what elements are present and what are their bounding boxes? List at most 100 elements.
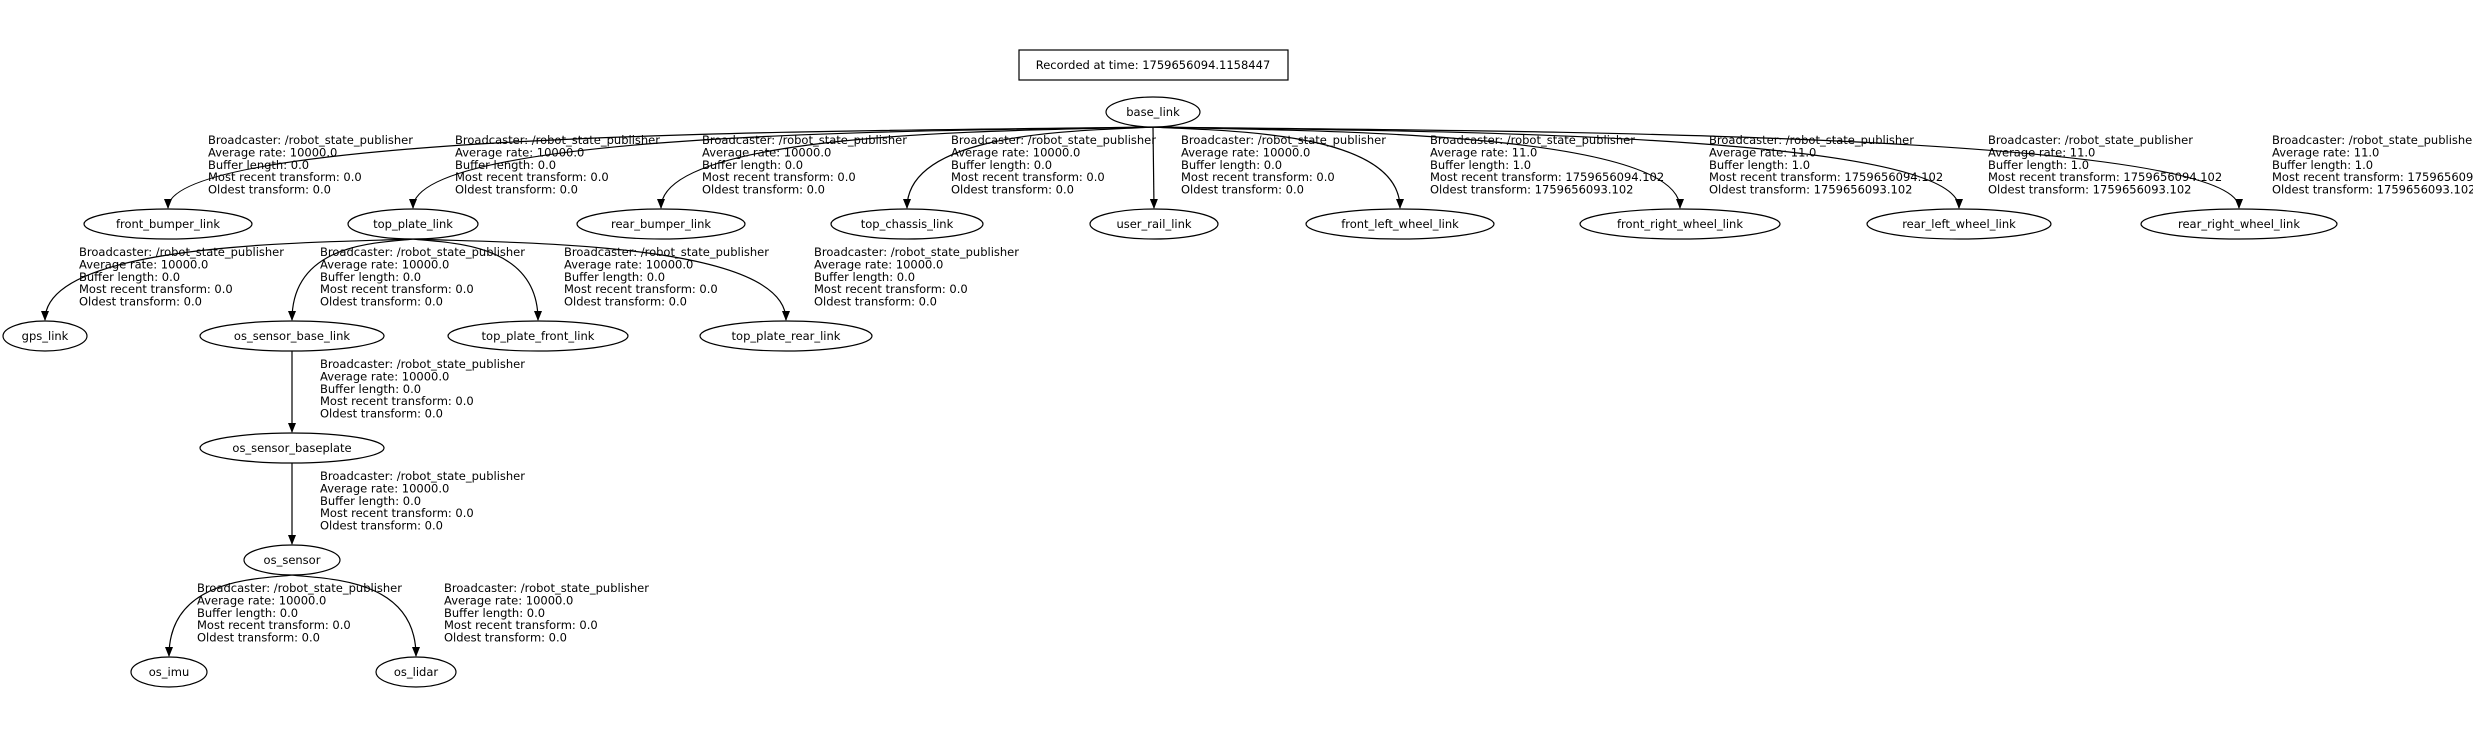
edge-info-line: Average rate: 11.0 — [1988, 145, 2095, 159]
edge-info-line: Most recent transform: 0.0 — [79, 282, 233, 296]
frame-node-top_plate_link[interactable]: top_plate_link — [347, 208, 479, 240]
edge-info-line: Most recent transform: 0.0 — [455, 170, 609, 184]
frame-node-rear_bumper_link[interactable]: rear_bumper_link — [576, 208, 746, 240]
edge-info-line: Broadcaster: /robot_state_publisher — [814, 245, 1019, 259]
edge-info-line: Most recent transform: 0.0 — [208, 170, 362, 184]
frame-node-front_bumper_link[interactable]: front_bumper_link — [83, 208, 253, 240]
edge-info-line: Buffer length: 0.0 — [320, 382, 421, 396]
frame-node-top_plate_front_link[interactable]: top_plate_front_link — [447, 320, 629, 352]
frame-node-shape — [2140, 208, 2338, 240]
frame-node-os_imu[interactable]: os_imu — [130, 656, 208, 688]
edge-info-line: Average rate: 11.0 — [1430, 145, 1537, 159]
edge-info-line: Most recent transform: 0.0 — [814, 282, 968, 296]
recorded-time-label: Recorded at time: 1759656094.1158447 — [1036, 58, 1271, 72]
edge-info-line: Broadcaster: /robot_state_publisher — [2272, 133, 2473, 147]
edge-info-line: Broadcaster: /robot_state_publisher — [208, 133, 413, 147]
frame-node-label: front_left_wheel_link — [1341, 217, 1459, 231]
edge-info-line: Buffer length: 0.0 — [197, 606, 298, 620]
frame-node-shape — [2, 320, 88, 352]
frame-node-shape — [83, 208, 253, 240]
recorded-time-box — [1018, 49, 1289, 81]
edge-info-line: Average rate: 10000.0 — [320, 257, 449, 271]
edge-info-line: Average rate: 10000.0 — [564, 257, 693, 271]
edge-info-line: Buffer length: 0.0 — [208, 158, 309, 172]
edge-info-line: Most recent transform: 0.0 — [444, 618, 598, 632]
frame-node-label: os_imu — [149, 665, 189, 679]
edge-base_link-to-user_rail_link — [1149, 126, 1158, 209]
frame-node-gps_link[interactable]: gps_link — [2, 320, 88, 352]
edge-info-line: Broadcaster: /robot_state_publisher — [320, 357, 525, 371]
edge-info-line: Average rate: 10000.0 — [197, 593, 326, 607]
edge-info-line: Broadcaster: /robot_state_publisher — [444, 581, 649, 595]
frame-node-label: top_plate_link — [373, 217, 453, 231]
edge-info-line: Most recent transform: 1759656094.102 — [1988, 170, 2222, 184]
edge-info-line: Oldest transform: 1759656093.102 — [1430, 183, 1633, 197]
edge-info-line: Average rate: 10000.0 — [1181, 145, 1310, 159]
edge-info-line: Average rate: 11.0 — [1709, 145, 1816, 159]
edge-info-line: Average rate: 11.0 — [2272, 145, 2379, 159]
frame-node-label: rear_right_wheel_link — [2178, 217, 2300, 231]
edge-info-line: Most recent transform: 0.0 — [951, 170, 1105, 184]
edge-info-line: Average rate: 10000.0 — [702, 145, 831, 159]
frame-node-shape — [699, 320, 873, 352]
frame-node-shape — [243, 544, 341, 576]
frame-node-top_plate_rear_link[interactable]: top_plate_rear_link — [699, 320, 873, 352]
edge-info-line: Oldest transform: 0.0 — [1181, 183, 1304, 197]
edge-info-line: Average rate: 10000.0 — [320, 369, 449, 383]
edge-info-line: Oldest transform: 0.0 — [814, 295, 937, 309]
frame-node-os_sensor[interactable]: os_sensor — [243, 544, 341, 576]
frame-node-front_right_wheel_link[interactable]: front_right_wheel_link — [1579, 208, 1781, 240]
edge-info-line: Most recent transform: 1759656094.102 — [2272, 170, 2473, 184]
frame-node-shape — [447, 320, 629, 352]
frame-node-top_chassis_link[interactable]: top_chassis_link — [830, 208, 984, 240]
edge-info-line: Oldest transform: 0.0 — [320, 295, 443, 309]
frame-node-os_sensor_baseplate[interactable]: os_sensor_baseplate — [199, 432, 385, 464]
frame-node-label: rear_bumper_link — [611, 217, 711, 231]
edge-info-line: Buffer length: 1.0 — [1988, 158, 2089, 172]
frame-node-os_lidar[interactable]: os_lidar — [375, 656, 457, 688]
edge-info-line: Buffer length: 0.0 — [951, 158, 1052, 172]
frame-node-front_left_wheel_link[interactable]: front_left_wheel_link — [1305, 208, 1495, 240]
frame-node-shape — [1866, 208, 2052, 240]
edge-base_link-to-rear_bumper_link — [657, 126, 1154, 209]
edge-info-line: Buffer length: 0.0 — [444, 606, 545, 620]
frame-node-rear_left_wheel_link[interactable]: rear_left_wheel_link — [1866, 208, 2052, 240]
frame-node-shape — [830, 208, 984, 240]
nodes-layer: base_link front_bumper_link top_plate_link… — [2, 96, 2338, 688]
edge-info-line: Broadcaster: /robot_state_publisher — [564, 245, 769, 259]
edge-info-line: Oldest transform: 0.0 — [79, 295, 202, 309]
edge-top_plate_link-to-gps_link — [41, 238, 414, 321]
frame-node-label: user_rail_link — [1116, 217, 1191, 231]
edge-info-line: Buffer length: 0.0 — [320, 270, 421, 284]
edge-info-line: Oldest transform: 0.0 — [564, 295, 687, 309]
frame-node-shape — [199, 432, 385, 464]
frame-node-shape — [1579, 208, 1781, 240]
frame-node-user_rail_link[interactable]: user_rail_link — [1089, 208, 1219, 240]
edge-top_plate_link-to-os_sensor_base_link — [288, 238, 414, 321]
frame-node-base_link[interactable]: base_link — [1105, 96, 1201, 128]
frame-node-label: front_bumper_link — [116, 217, 220, 231]
edge-info-line: Oldest transform: 1759656093.102 — [2272, 183, 2473, 197]
edge-os_sensor-to-os_imu — [165, 574, 293, 657]
edge-info-line: Buffer length: 0.0 — [702, 158, 803, 172]
edge-info-line: Most recent transform: 1759656094.102 — [1709, 170, 1943, 184]
frame-node-os_sensor_base_link[interactable]: os_sensor_base_link — [199, 320, 385, 352]
edge-info-line: Most recent transform: 0.0 — [197, 618, 351, 632]
edge-top_plate_link-to-top_plate_rear_link — [412, 238, 790, 321]
edge-info-line: Broadcaster: /robot_state_publisher — [197, 581, 402, 595]
edge-info-line: Average rate: 10000.0 — [79, 257, 208, 271]
edge-info-line: Average rate: 10000.0 — [455, 145, 584, 159]
frame-node-rear_right_wheel_link[interactable]: rear_right_wheel_link — [2140, 208, 2338, 240]
frame-node-label: os_sensor_base_link — [234, 329, 350, 343]
edge-info-line: Oldest transform: 0.0 — [208, 183, 331, 197]
frame-node-label: rear_left_wheel_link — [1902, 217, 2016, 231]
edge-info-line: Buffer length: 0.0 — [814, 270, 915, 284]
edge-info-line: Oldest transform: 0.0 — [455, 183, 578, 197]
